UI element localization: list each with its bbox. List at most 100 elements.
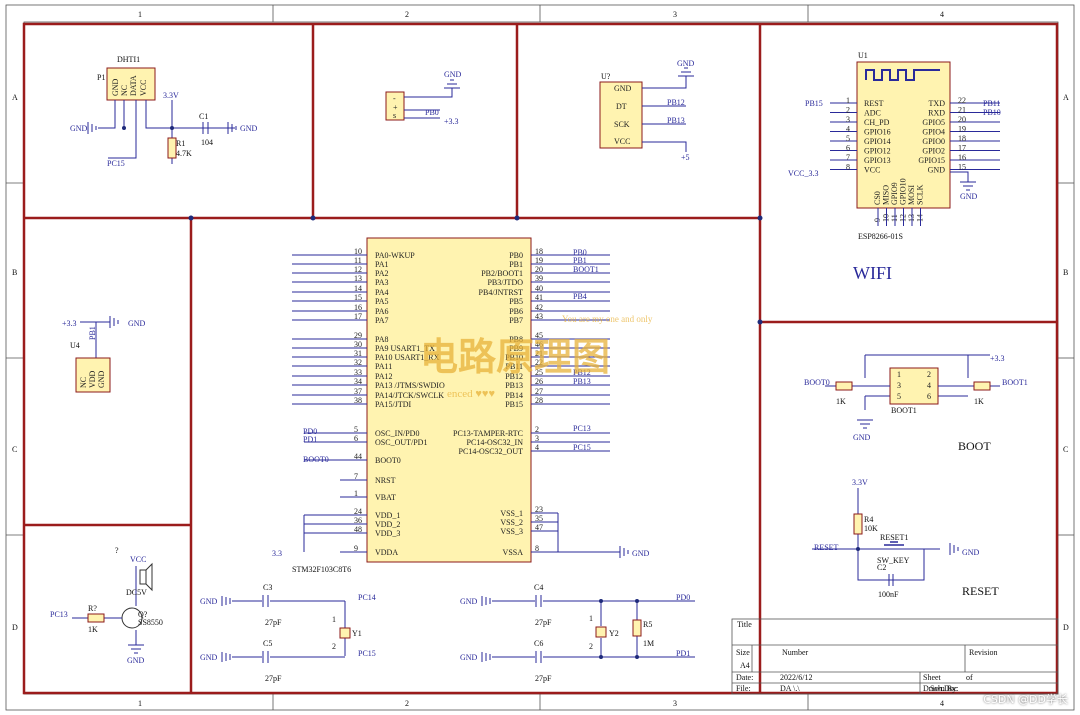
xtal1-pc15-net: PC15: [358, 649, 376, 658]
watermark-subtext: enced ♥♥♥: [447, 388, 495, 400]
mcu-left-pin-num: 7: [354, 472, 358, 481]
watermark-tagline: You are my one and only: [562, 314, 653, 324]
tb-file-val: DA \.\: [780, 684, 800, 693]
crystal-y2-icon: [595, 626, 607, 638]
mcu-left-pin-num: 34: [354, 377, 362, 386]
boot-jumper-pin: 3: [897, 381, 901, 390]
boot-vcc-label: +3.3: [990, 354, 1005, 363]
transistor-part: SS8550: [138, 618, 163, 627]
dht11-ref: P1: [97, 73, 105, 82]
oled-pin-dt: DT: [616, 102, 627, 111]
mcu-right-pin-label: PC14-OSC32_OUT: [459, 447, 524, 456]
boot-jumper-pin: 6: [927, 392, 931, 401]
boot-r1-val: 1K: [974, 397, 984, 406]
header-pb0-label: PB0: [425, 108, 439, 117]
reset-switch-icon[interactable]: [884, 541, 904, 546]
mcu-left-pin-label: VDD_1: [375, 511, 400, 520]
esp-bottom-pin-label: MISO: [882, 185, 891, 205]
esp-left-pin-label: CH_PD: [864, 118, 890, 127]
esp-left-pin-label: REST: [864, 99, 884, 108]
gnd-icon: [857, 419, 873, 429]
esp-right-pin-label: GPIO5: [922, 118, 945, 127]
dht11-r1-ref: R1: [176, 139, 185, 148]
mcu-left-pin-num: 32: [354, 358, 362, 367]
transistor-ref: Q?: [138, 610, 148, 619]
boot-r1: [973, 381, 991, 391]
oled-pin-gnd: GND: [614, 84, 632, 93]
mcu-left-pin-label: BOOT0: [375, 456, 401, 465]
mcu-left-pin-num: 37: [354, 387, 362, 396]
mcu-pb4-net: PB4: [573, 292, 587, 301]
watermark-title: 电路原理图: [420, 335, 610, 379]
dht11-pin-vcc: VCC: [139, 80, 148, 96]
xtal1-c3-ref: C3: [263, 583, 272, 592]
oled-module: U? GND DT SCK VCC GND PB12 PB13 +5: [599, 59, 695, 162]
mcu-pb12-net: PB12: [573, 368, 591, 377]
tb-sheet: Sheet: [923, 673, 942, 682]
mcu-left-pin-label: PA6: [375, 307, 389, 316]
reset-net: RESET: [814, 543, 839, 552]
mcu-pc13-net: PC13: [573, 424, 591, 433]
crystal-y1-icon: [339, 627, 351, 639]
mcu-left-pin-label: PA9 USART1_TX: [375, 344, 435, 353]
esp-right-pin-num: 20: [958, 115, 966, 124]
xtal1-pc14-net: PC14: [358, 593, 376, 602]
dht11-pin-data: DATA: [129, 75, 138, 96]
tb-title: Title: [737, 620, 752, 629]
xtal1-gnd-label-2: GND: [200, 653, 218, 662]
mcu-right-pin-num: 40: [535, 284, 543, 293]
boot-jumper-pin: 1: [897, 370, 901, 379]
esp-left-pin-label: GPIO13: [864, 156, 891, 165]
mcu-pd1-net: PD1: [303, 435, 317, 444]
buzzer-pc13-net: PC13: [50, 610, 68, 619]
mcu-pc15-net: PC15: [573, 443, 591, 452]
mcu-left-pin-num: 5: [354, 425, 358, 434]
mcu-right-pin-num: 42: [535, 303, 543, 312]
xtal1-c5-val: 27pF: [265, 674, 282, 683]
mcu-left-pin-num: 6: [354, 434, 358, 443]
esp-part-label: ESP8266-01S: [858, 232, 903, 241]
mcu-left-pin-label: PA0-WKUP: [375, 251, 415, 260]
oled-ref: U?: [601, 72, 611, 81]
mcu-left-pin-num: 11: [354, 256, 362, 265]
xtal1-pin2: 2: [332, 642, 336, 651]
mcu-right-pin-num: 4: [535, 443, 539, 452]
esp-rst-net: PB15: [805, 99, 823, 108]
mcu-left-pin-num: 33: [354, 368, 362, 377]
mcu-right-pin-num: 18: [535, 247, 543, 256]
header-pin-1: -: [393, 94, 396, 103]
esp-right-pin-num: 19: [958, 125, 966, 134]
buzzer-vcc-label: VCC: [130, 555, 146, 564]
tb-size-val: A4: [740, 661, 750, 670]
esp-tx-net: PB11: [983, 99, 1001, 108]
xtal2-c6-val: 27pF: [535, 674, 552, 683]
xtal2-gnd-label-2: GND: [460, 653, 478, 662]
oled-vcc-net: +5: [681, 153, 690, 162]
mcu-right-pin-num: 26: [535, 377, 543, 386]
tb-size: Size: [736, 648, 750, 657]
mcu-right-pin-label: VSS_2: [500, 518, 523, 527]
mcu-left-pin-label: PA2: [375, 269, 389, 278]
gnd-icon: [619, 546, 629, 558]
antenna-icon: [865, 69, 940, 81]
mcu-right-pin-label: PB14: [505, 391, 523, 400]
mcu-left-pin-num: 44: [354, 452, 362, 461]
row-label-c-right: C: [1063, 445, 1068, 454]
mcu-right-pin-label: VSSA: [503, 548, 524, 557]
mcu-right-pin-label: PB12: [505, 372, 523, 381]
mcu-right-pin-label: PB4/JNTRST: [479, 288, 524, 297]
esp-right-pin-label: GPIO0: [922, 137, 945, 146]
reset-module: 3.3V R4 10K RESET1 SW_KEY C2 100nF RESET…: [812, 478, 999, 599]
esp-right-pin-num: 18: [958, 134, 966, 143]
oled-gnd-label: GND: [677, 59, 695, 68]
row-label-d-right: D: [1063, 623, 1069, 632]
dht11-gnd-label-left: GND: [70, 124, 88, 133]
mcu-left-pin-label: OSC_IN/PD0: [375, 429, 419, 438]
reset-gnd-label: GND: [962, 548, 980, 557]
col-label-4-bottom: 4: [940, 699, 944, 708]
esp-left-pin-label: GPIO16: [864, 128, 891, 137]
mcu-right-pin-num: 39: [535, 274, 543, 283]
mcu-left-pin-num: 36: [354, 516, 362, 525]
gnd-icon: [678, 67, 694, 77]
mcu-right-pin-label: PB10: [505, 353, 523, 362]
